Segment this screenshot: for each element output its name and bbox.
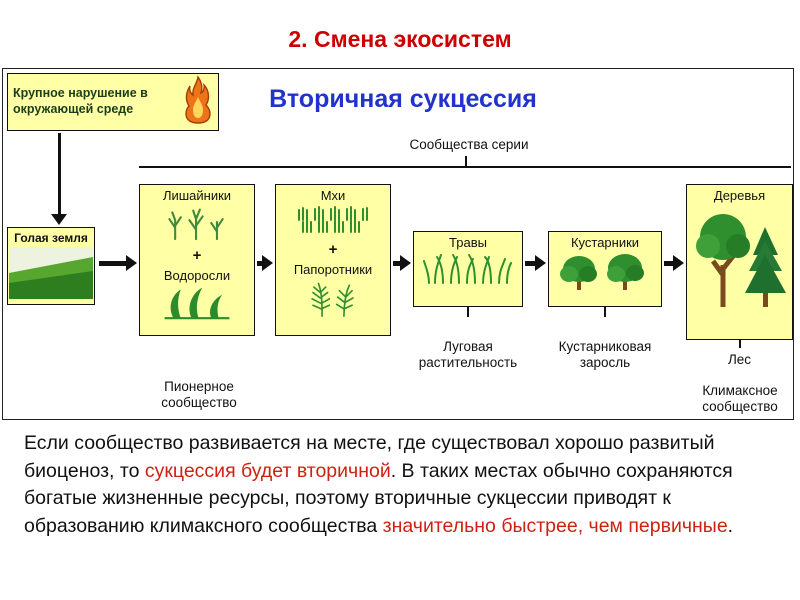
disturbance-box: Крупное нарушение в окружающей среде [7,73,219,131]
stage-lichens-label: Лишайники [162,188,232,203]
arrow-grasses-to-shrubs [525,254,546,272]
caption-pioneer: Пионерное сообщество [161,379,237,411]
stage-trees-label: Деревья [713,188,766,203]
paragraph-part3: . В таких местах обычно сохраняются бога… [24,459,733,538]
stage-mosses-label: Мхи [320,188,346,203]
caption-shrubland: Кустарниковая заросль [558,339,652,371]
paragraph-emphasis-2: значительно быстрее, чем первичные [382,515,728,538]
diagram-title: Вторичная сукцессия [269,85,537,113]
tick-grasses [467,307,469,317]
stage-shrubs-label: Кустарники [570,235,640,250]
stage-box-shrubs: Кустарники [548,231,662,307]
lichen-icon [162,203,232,246]
series-bracket-tick [465,156,467,166]
grass-icon [423,250,513,291]
series-bracket-line [139,166,791,168]
stage-box-lichens: Лишайники + Водоросли [139,184,255,336]
slide-title: 2. Смена экосистем [288,26,512,52]
bare-ground-label: Голая земля [14,231,88,245]
shrub-icon [557,250,653,297]
series-label: Сообщества серии [409,137,529,152]
stage-box-mosses: Мхи + Папоротники [275,184,391,336]
trees-icon [693,203,787,316]
caption-forest: Лес [727,352,752,367]
fern-icon [293,278,373,323]
diagram-panel: Крупное нарушение в окружающей среде Гол… [2,68,794,420]
paragraph-part5: . [727,515,734,538]
stage-algae-label: Водоросли [163,268,231,284]
stage-box-grasses: Травы [413,231,523,307]
arrow-lichens-to-mosses [257,254,273,272]
arrow-shrubs-to-trees [664,254,684,272]
bare-ground-image [9,247,93,304]
tick-shrubs [604,307,606,317]
stage-ferns-label: Папоротники [293,262,373,278]
tick-trees [739,340,741,348]
caption-meadow: Луговая растительность [418,339,518,371]
flame-icon [183,74,213,130]
plus-sign: + [328,241,338,259]
algae-icon [157,284,237,325]
stage-grasses-label: Травы [449,235,487,250]
stage-box-trees: Деревья [686,184,793,340]
caption-climax: Климаксное сообщество [702,383,778,415]
body-paragraph: Если сообщество развивается на месте, гд… [24,430,772,541]
bare-ground-box: Голая земля [7,227,95,305]
arrow-mosses-to-grasses [393,254,411,272]
down-arrow [51,133,67,225]
paragraph-emphasis-1: сукцессия будет вторичной [144,459,391,482]
plus-sign: + [192,247,202,265]
arrow-bare-to-lichens [99,254,137,272]
disturbance-label: Крупное нарушение в окружающей среде [13,86,148,116]
moss-icon [293,203,373,240]
paragraph-part1: Если сообщество развивается на месте, гд… [24,432,715,482]
